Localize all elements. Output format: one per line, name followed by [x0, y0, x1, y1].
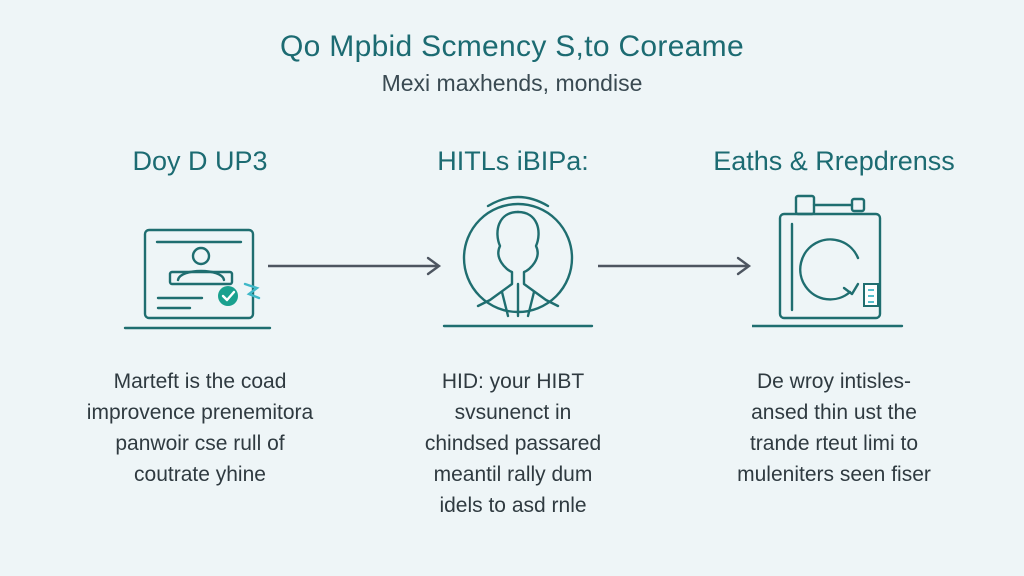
step-2-line-4: meantil rally dum — [433, 463, 593, 486]
step-2-title: HITLs iBIPa: — [437, 146, 589, 176]
step-3-title: Eaths & Rrepdrenss — [713, 146, 955, 176]
step-2-line-5: idels to asd rnle — [439, 494, 587, 517]
step-1-line-3: panwoir cse rull of — [115, 432, 285, 455]
step-1-title: Doy D UP3 — [132, 146, 268, 176]
document-id-icon — [120, 188, 280, 338]
step-3-line-4: muleniters seen fiser — [737, 463, 931, 486]
arrow-2 — [598, 255, 754, 282]
step-2-line-1: HID: your HIBT — [441, 370, 585, 393]
device-cycle-icon — [750, 188, 912, 338]
step-3-description: De wroy intisles- ansed thin ust the tra… — [664, 366, 1004, 490]
step-2-description: HID: your HIBT svsunenct in chindsed pas… — [343, 366, 683, 521]
step-2-line-3: chindsed passared — [424, 432, 602, 455]
step-3-line-1: De wroy intisles- — [756, 370, 912, 393]
diagram-subtitle: Mexi maxhends, mondise — [381, 70, 643, 96]
step-3-line-2: ansed thin ust the — [751, 401, 917, 424]
step-1-line-4: coutrate yhine — [134, 463, 266, 486]
arrow-1 — [268, 255, 444, 282]
diagram-title: Qo Mpbid Scmency S,to Coreame — [280, 30, 744, 63]
step-1-line-1: Marteft is the coad — [113, 370, 287, 393]
person-head-icon — [438, 188, 598, 338]
step-2-line-2: svsunenct in — [454, 401, 572, 424]
step-1-description: Marteft is the coad improvence prenemito… — [30, 366, 370, 490]
step-3-line-3: trande rteut limi to — [749, 432, 919, 455]
step-1-line-2: improvence prenemitora — [86, 401, 314, 424]
